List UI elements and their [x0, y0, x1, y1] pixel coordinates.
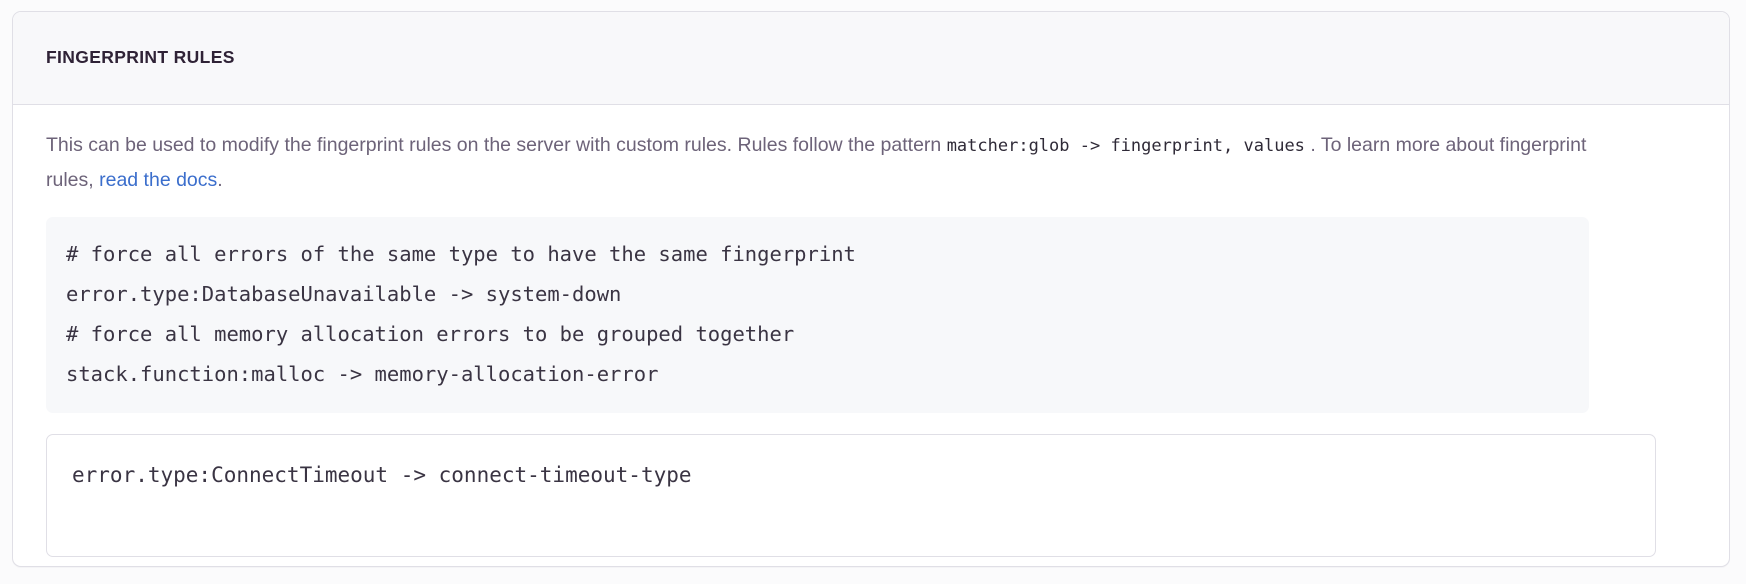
example-code-block: # force all errors of the same type to h…: [46, 217, 1589, 413]
description-text: This can be used to modify the fingerpri…: [46, 128, 1594, 197]
fingerprint-rules-panel: FINGERPRINT RULES This can be used to mo…: [12, 11, 1730, 567]
description-part-3: .: [217, 169, 223, 191]
panel-body: This can be used to modify the fingerpri…: [13, 105, 1729, 557]
read-the-docs-link[interactable]: read the docs: [99, 169, 218, 191]
inline-code-pattern: matcher:glob -> fingerprint, values: [946, 136, 1305, 156]
example-code-text: # force all errors of the same type to h…: [66, 242, 856, 386]
description-part-1: This can be used to modify the fingerpri…: [46, 134, 947, 156]
fingerprint-rules-input[interactable]: [46, 434, 1656, 557]
description-part-2: . To learn more about fingerprint rules,: [46, 134, 1587, 191]
panel-header: FINGERPRINT RULES: [13, 12, 1729, 105]
page-title: FINGERPRINT RULES: [46, 47, 235, 68]
